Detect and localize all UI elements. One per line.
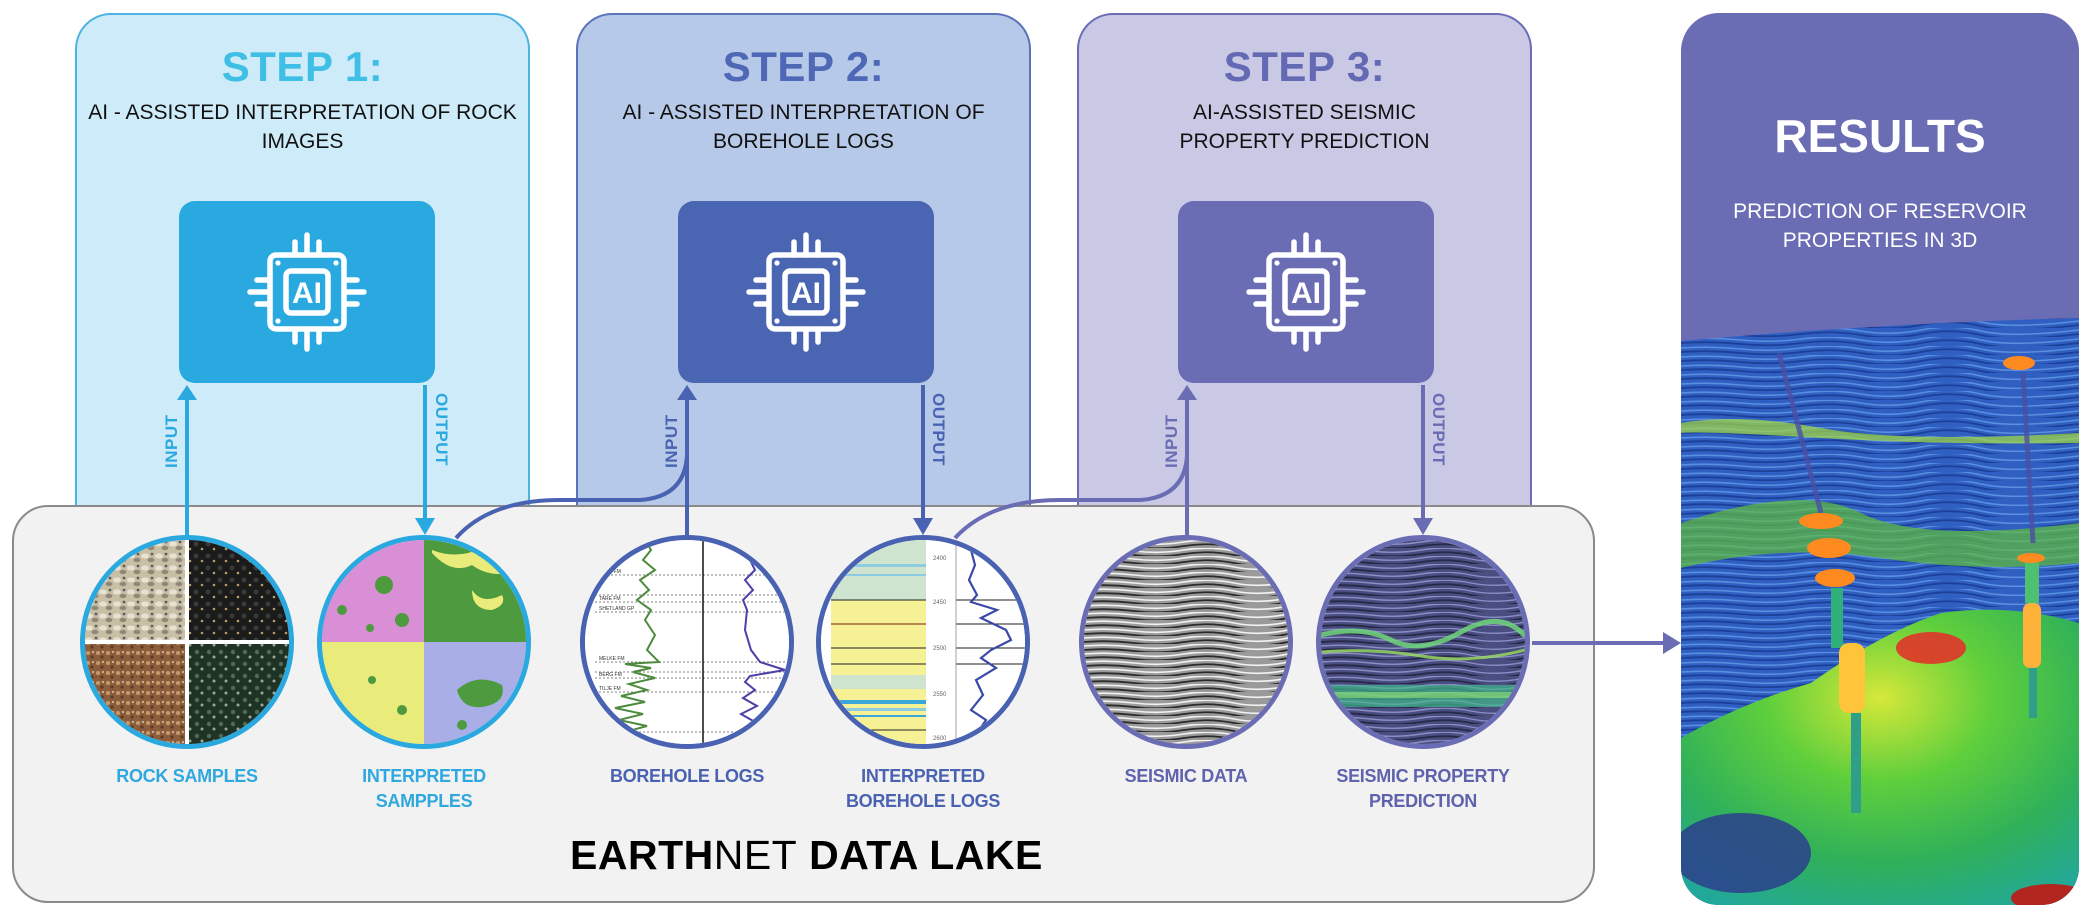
ai-chip-text: AI [1291,277,1321,310]
label-line: SEISMIC PROPERTY [1336,766,1510,786]
step-2-subtitle-line-2: BOREHOLE LOGS [713,130,894,153]
3d-reservoir-model-image [1681,318,2079,905]
svg-text:2400: 2400 [933,556,947,562]
interpreted-borehole-logs-label: INTERPRETED BOREHOLE LOGS [803,764,1043,814]
seismic-property-prediction-label: SEISMIC PROPERTY PREDICTION [1303,764,1543,814]
data-lake-title: EARTHNET DATA LAKE [570,832,1043,879]
step-1-title: STEP 1: [221,43,384,90]
step-2-ai-chip-box: AI [678,201,934,383]
step-1-output-arrowhead [415,518,435,535]
step-2-title: STEP 2: [722,43,885,90]
svg-text:MELKE FM: MELKE FM [599,656,625,662]
results-subtitle-line-2: PROPERTIES IN 3D [1782,229,1978,252]
step-3-subtitle-line-2: PROPERTY PREDICTION [1179,130,1430,153]
step-2-output-arrowhead [913,518,933,535]
ai-chip-text: AI [292,277,322,310]
borehole-logs-label: BOREHOLE LOGS [567,764,807,789]
svg-text:TILJE FM: TILJE FM [599,686,621,692]
step-1-subtitle-line-2: IMAGES [261,130,344,153]
label-line: SAMPPLES [375,791,473,811]
ai-chip-text: AI [791,277,821,310]
step-3-output-arrowhead [1413,518,1433,535]
interpreted-borehole-logs-image: 2400 2450 2500 2550 2600 [816,535,1030,749]
step-1-input-label: INPUT [162,414,181,469]
svg-text:TARE FM: TARE FM [599,596,621,602]
step-3-ai-chip-box: AI [1178,201,1434,383]
svg-text:SHETLAND GP: SHETLAND GP [599,606,635,612]
ai-chip-icon: AI [1246,232,1366,352]
seismic-data-image [1079,535,1293,749]
label-line: INTERPRETED [861,766,985,786]
svg-text:BERG FM: BERG FM [599,672,622,678]
step-1-panel: STEP 1: AI - ASSISTED INTERPRETATION OF … [75,13,530,533]
step-1-subtitle: AI - ASSISTED INTERPRETATION OF ROCK IMA… [87,98,518,156]
interpreted-samples-label: INTERPRETED SAMPPLES [304,764,544,814]
svg-text:2600: 2600 [933,736,947,742]
step-3-input-arrowhead [1177,385,1197,400]
label-line: BOREHOLE LOGS [609,766,765,786]
svg-text:2500: 2500 [933,646,947,652]
step-2-panel: STEP 2: AI - ASSISTED INTERPRETATION OF … [576,13,1031,533]
label-line: INTERPRETED [362,766,486,786]
label-line: BOREHOLE LOGS [845,791,1001,811]
step-2-input-label: INPUT [662,414,681,469]
step-2-subtitle-line-1: AI - ASSISTED INTERPRETATION OF [622,101,985,124]
step-3-output-label: OUTPUT [1429,393,1448,466]
svg-text:2550: 2550 [933,692,947,698]
step-1-subtitle-line-1: AI - ASSISTED INTERPRETATION OF ROCK [88,101,517,124]
step-3-input-label: INPUT [1162,414,1181,469]
results-subtitle: PREDICTION OF RESERVOIR PROPERTIES IN 3D [1681,197,2079,255]
step-2-to-3-connector [953,400,1189,540]
ai-chip-icon: AI [746,232,866,352]
results-title: RESULTS [1774,110,1986,162]
step-3-title: STEP 3: [1223,43,1386,90]
rock-samples-label: ROCK SAMPLES [67,764,307,789]
step-2-output-label: OUTPUT [929,393,948,466]
seismic-property-prediction-image [1316,535,1530,749]
data-lake-title-data-lake: DATA LAKE [797,832,1043,878]
results-panel: RESULTS PREDICTION OF RESERVOIR PROPERTI… [1681,13,2079,905]
svg-text:2450: 2450 [933,600,947,606]
data-lake-panel: EARTHNET DATA LAKE [12,505,1595,903]
step-1-ai-chip-box: AI [179,201,435,383]
step-3-panel: STEP 3: AI-ASSISTED SEISMIC PROPERTY PRE… [1077,13,1532,533]
step-3-subtitle-line-1: AI-ASSISTED SEISMIC [1193,101,1416,124]
step-1-output-label: OUTPUT [432,393,451,466]
step-2-subtitle: AI - ASSISTED INTERPRETATION OF BOREHOLE… [588,98,1019,156]
label-line: ROCK SAMPLES [116,766,258,786]
label-line: SEISMIC DATA [1124,766,1248,786]
data-lake-title-earth: EARTH [570,832,714,878]
step-1-input-arrowhead [177,385,197,400]
ai-chip-icon: AI [247,232,367,352]
data-lake-title-net: NET [713,832,798,878]
to-results-arrowhead [1663,632,1681,654]
step-2-input-arrowhead [677,385,697,400]
step-3-subtitle: AI-ASSISTED SEISMIC PROPERTY PREDICTION [1089,98,1520,156]
label-line: PREDICTION [1368,791,1477,811]
results-subtitle-line-1: PREDICTION OF RESERVOIR [1733,200,2027,223]
seismic-data-label: SEISMIC DATA [1066,764,1306,789]
step-1-to-2-connector [454,400,689,540]
